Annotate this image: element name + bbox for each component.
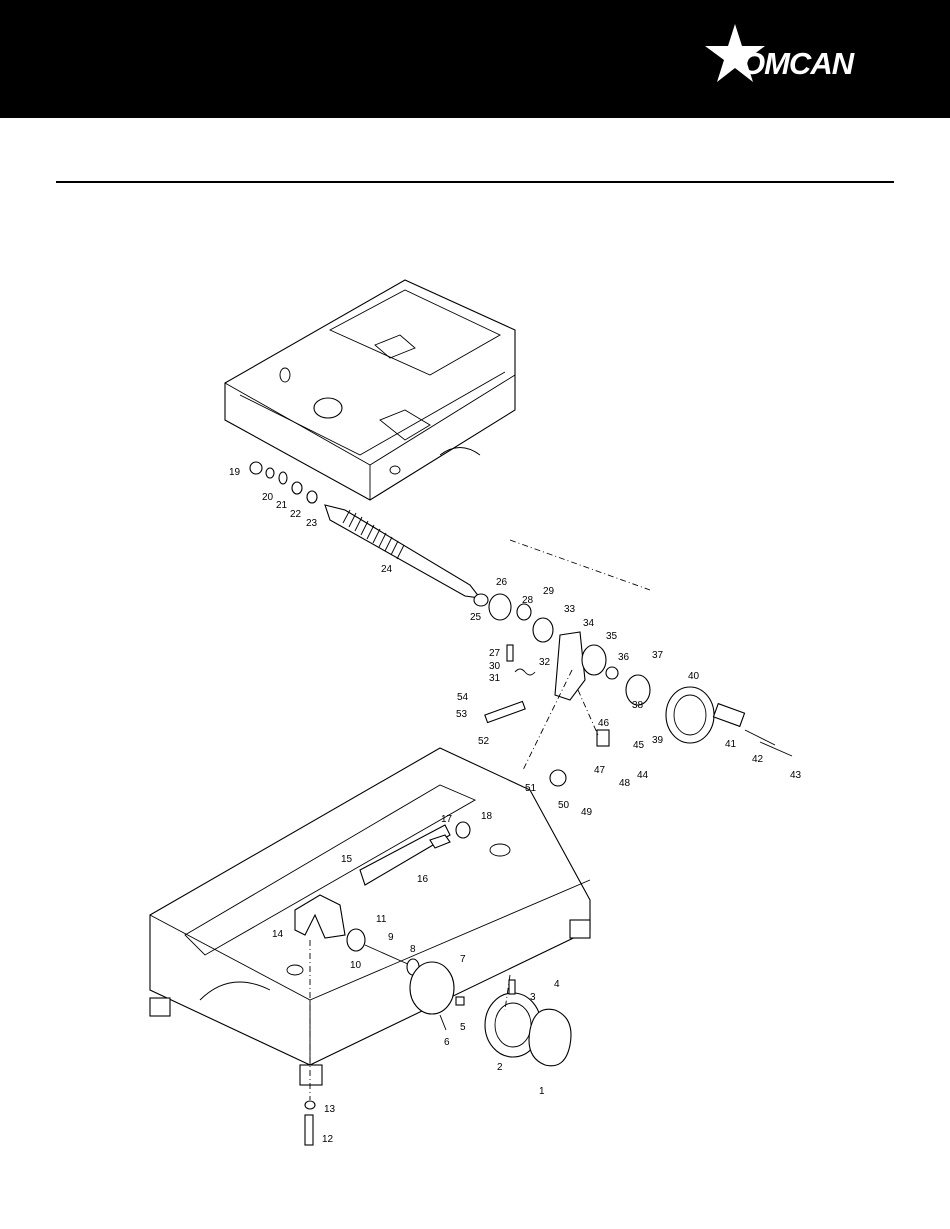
part-label-22: 22 — [290, 509, 302, 520]
part-label-19: 19 — [229, 467, 241, 478]
part-label-23: 23 — [306, 518, 318, 529]
carriage-frame — [225, 280, 515, 500]
part-label-32: 32 — [539, 657, 551, 668]
lead-screw-assembly — [250, 462, 650, 642]
part-label-38: 38 — [632, 700, 644, 711]
part-label-40: 40 — [688, 671, 700, 682]
part-label-5: 5 — [460, 1022, 466, 1033]
part-label-48: 48 — [619, 778, 631, 789]
part-label-53: 53 — [456, 709, 468, 720]
part-label-1: 1 — [539, 1086, 545, 1097]
part-label-3: 3 — [530, 992, 536, 1003]
part-label-41: 41 — [725, 739, 737, 750]
part-label-54: 54 — [457, 692, 469, 703]
part-label-47: 47 — [594, 765, 606, 776]
part-label-46: 46 — [598, 718, 610, 729]
part-label-50: 50 — [558, 800, 570, 811]
part-label-29: 29 — [543, 586, 555, 597]
part-label-18: 18 — [481, 811, 493, 822]
part-label-21: 21 — [276, 500, 288, 511]
part-label-8: 8 — [410, 944, 416, 955]
part-label-10: 10 — [350, 960, 362, 971]
part-label-12: 12 — [322, 1134, 334, 1145]
part-label-13: 13 — [324, 1104, 336, 1115]
part-label-14: 14 — [272, 929, 284, 940]
part-label-27: 27 — [489, 648, 501, 659]
part-label-7: 7 — [460, 954, 466, 965]
part-label-2: 2 — [497, 1062, 503, 1073]
part-label-11: 11 — [376, 914, 387, 925]
part-label-39: 39 — [652, 735, 664, 746]
part-label-37: 37 — [652, 650, 664, 661]
part-label-42: 42 — [752, 754, 764, 765]
part-label-34: 34 — [583, 618, 595, 629]
part-label-33: 33 — [564, 604, 576, 615]
part-label-30: 30 — [489, 661, 501, 672]
part-label-45: 45 — [633, 740, 645, 751]
part-label-25: 25 — [470, 612, 482, 623]
part-label-24: 24 — [381, 564, 393, 575]
part-label-51: 51 — [525, 783, 537, 794]
part-label-43: 43 — [790, 770, 802, 781]
part-label-52: 52 — [478, 736, 490, 747]
part-label-17: 17 — [441, 814, 453, 825]
part-label-28: 28 — [522, 595, 534, 606]
part-label-31: 31 — [489, 673, 501, 684]
part-label-15: 15 — [341, 854, 353, 865]
part-label-35: 35 — [606, 631, 618, 642]
part-label-36: 36 — [618, 652, 630, 663]
part-label-4: 4 — [554, 979, 560, 990]
part-label-49: 49 — [581, 807, 593, 818]
part-label-9: 9 — [388, 932, 394, 943]
part-label-6: 6 — [444, 1037, 450, 1048]
part-label-16: 16 — [417, 874, 429, 885]
part-label-20: 20 — [262, 492, 274, 503]
part-label-44: 44 — [637, 770, 649, 781]
part-label-26: 26 — [496, 577, 508, 588]
